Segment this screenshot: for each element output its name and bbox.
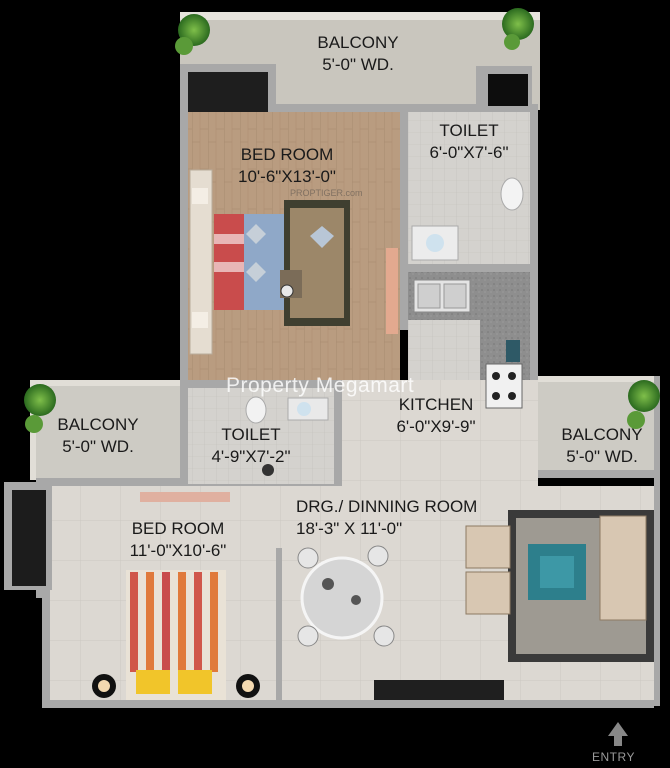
room-name: BALCONY xyxy=(317,33,399,52)
dresser-top xyxy=(386,248,398,334)
tv-unit xyxy=(374,680,504,700)
room-label-balcony-right: BALCONY 5'-0" WD. xyxy=(546,424,658,468)
room-size: 11'-0"X10'-6" xyxy=(129,541,227,560)
room-name: TOILET xyxy=(221,425,281,444)
room-size: 5'-0" WD. xyxy=(62,437,134,456)
room-size: 5'-0" WD. xyxy=(566,447,638,466)
room-name: TOILET xyxy=(439,121,499,140)
room-name: BED ROOM xyxy=(131,519,225,538)
armchair-top xyxy=(465,525,511,569)
room-label-toilet-mid: TOILET 4'-9"X7'-2" xyxy=(196,424,306,468)
room-name: BED ROOM xyxy=(240,145,334,164)
plant-top-right xyxy=(502,8,534,50)
room-name: BALCONY xyxy=(561,425,643,444)
watermark-small: PROPTIGER.com xyxy=(290,188,363,198)
room-label-bedroom-top: BED ROOM 10'-6"X13'-0" xyxy=(222,144,352,188)
dining-table xyxy=(300,556,384,640)
room-name: KITCHEN xyxy=(398,395,474,414)
wc-top xyxy=(500,177,524,211)
room-label-bedroom-bottom: BED ROOM 11'-0"X10'-6" xyxy=(112,518,244,562)
room-label-drawing-dining: DRG./ DINNING ROOM 18'-3" X 11'-0" xyxy=(296,496,516,540)
bed-stripes xyxy=(130,572,218,672)
room-size: 18'-3" X 11'-0" xyxy=(296,519,403,538)
room-name: DRG./ DINNING ROOM xyxy=(296,497,478,516)
room-size: 4'-9"X7'-2" xyxy=(211,447,291,466)
room-size: 5'-0" WD. xyxy=(322,55,394,74)
plant-right xyxy=(627,380,660,429)
room-size: 6'-0"X9'-9" xyxy=(396,417,476,436)
entry-label: ENTRY xyxy=(592,750,635,764)
sofa-right xyxy=(599,515,647,621)
entry-arrow-icon xyxy=(608,722,628,746)
room-label-toilet-top: TOILET 6'-0"X7'-6" xyxy=(414,120,524,164)
kitchen-stove xyxy=(485,363,523,409)
watermark: Property Megamart xyxy=(226,374,415,397)
room-size: 6'-0"X7'-6" xyxy=(429,143,509,162)
room-name: BALCONY xyxy=(57,415,139,434)
room-label-balcony-left: BALCONY 5'-0" WD. xyxy=(30,414,166,458)
room-size: 10'-6"X13'-0" xyxy=(238,167,336,186)
armchair-bottom xyxy=(465,571,511,615)
room-label-kitchen: KITCHEN 6'-0"X9'-9" xyxy=(384,394,488,438)
plant-top-left xyxy=(175,14,210,55)
plant-left xyxy=(24,384,56,433)
room-label-balcony-top: BALCONY 5'-0" WD. xyxy=(300,32,416,76)
wardrobe-top xyxy=(189,169,213,355)
